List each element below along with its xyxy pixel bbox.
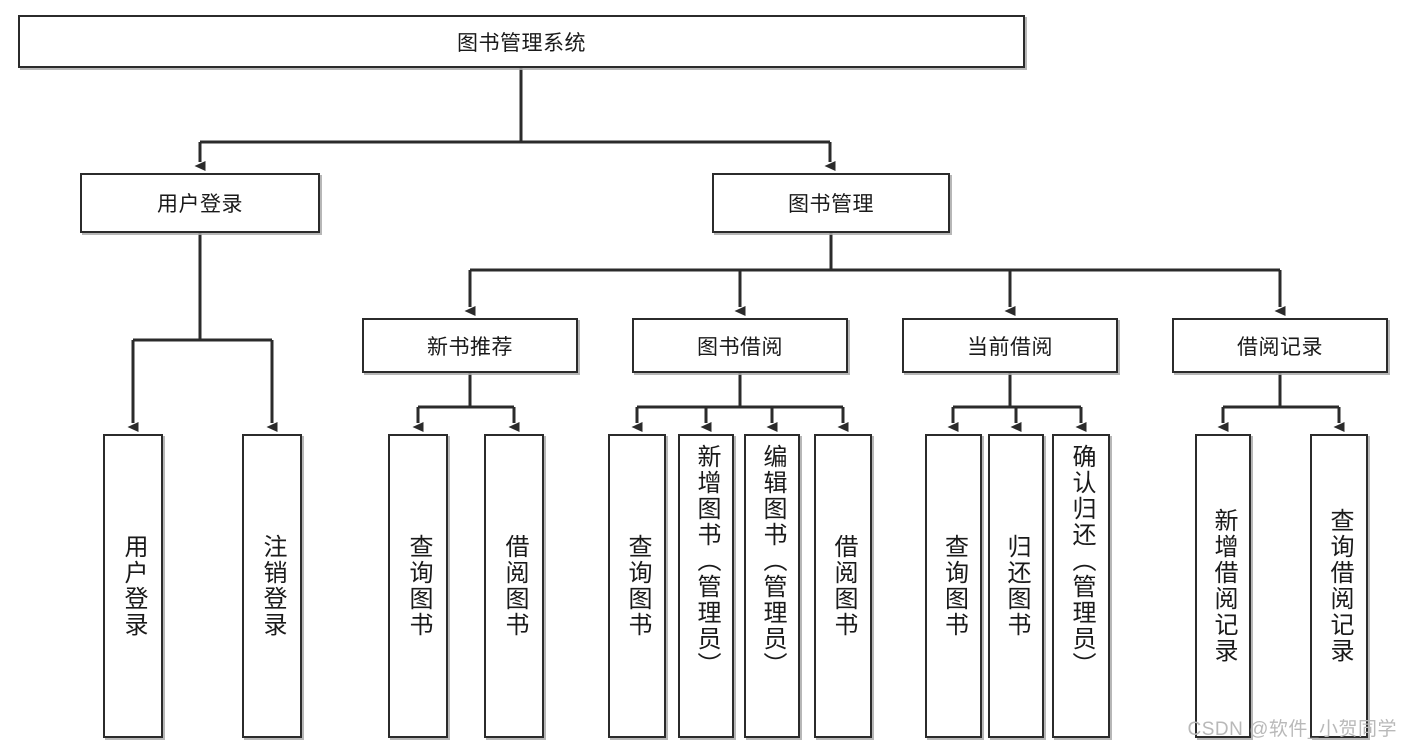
node-leaf-add-record-label: 新增借阅记录: [1210, 508, 1237, 664]
node-leaf-logout-label: 注销登录: [259, 534, 286, 638]
node-leaf-logout[interactable]: 注销登录: [242, 434, 302, 738]
edges-bookborrow-to-leaves: [631, 373, 849, 432]
edges-borrowrecord-to-leaves: [1217, 373, 1345, 432]
node-borrow-record-label: 借阅记录: [1237, 335, 1323, 359]
edges-root-to-level1: [194, 68, 836, 171]
node-book-borrow[interactable]: 图书借阅: [632, 318, 848, 373]
node-leaf-return-book-label: 归还图书: [1003, 534, 1030, 638]
node-leaf-confirm-return-label: 确认归还（管理员）: [1068, 444, 1095, 678]
watermark-text: CSDN @软件_小贺同学: [1187, 719, 1397, 740]
node-new-book-recommend[interactable]: 新书推荐: [362, 318, 578, 373]
node-leaf-return-book[interactable]: 归还图书: [988, 434, 1044, 738]
node-leaf-query-book-2-label: 查询图书: [624, 534, 651, 638]
node-root[interactable]: 图书管理系统: [18, 15, 1025, 68]
node-leaf-query-book-1[interactable]: 查询图书: [388, 434, 448, 738]
node-leaf-borrow-book-2[interactable]: 借阅图书: [814, 434, 872, 738]
node-user-login-label: 用户登录: [157, 193, 243, 216]
node-current-borrow-label: 当前借阅: [967, 335, 1053, 359]
node-leaf-borrow-book-1[interactable]: 借阅图书: [484, 434, 544, 738]
node-borrow-record[interactable]: 借阅记录: [1172, 318, 1388, 373]
edges-currentborrow-to-leaves: [947, 373, 1087, 432]
node-leaf-borrow-book-1-label: 借阅图书: [501, 534, 528, 638]
node-user-login[interactable]: 用户登录: [80, 173, 320, 233]
edges-newbook-to-leaves: [412, 373, 520, 432]
node-leaf-user-login-label: 用户登录: [120, 534, 147, 638]
node-leaf-add-book-label: 新增图书（管理员）: [693, 444, 720, 678]
edges-bookmanage-to-level2: [464, 233, 1286, 316]
node-leaf-query-record[interactable]: 查询借阅记录: [1310, 434, 1368, 738]
node-leaf-confirm-return[interactable]: 确认归还（管理员）: [1052, 434, 1110, 738]
node-leaf-borrow-book-2-label: 借阅图书: [830, 534, 857, 638]
node-leaf-edit-book-label: 编辑图书（管理员）: [759, 444, 786, 678]
node-leaf-user-login[interactable]: 用户登录: [103, 434, 163, 738]
node-book-borrow-label: 图书借阅: [697, 335, 783, 359]
node-book-manage-label: 图书管理: [788, 193, 874, 216]
node-leaf-query-book-3-label: 查询图书: [940, 534, 968, 638]
edges-userlogin-to-leaves: [127, 233, 278, 432]
node-leaf-query-record-label: 查询借阅记录: [1326, 508, 1353, 664]
node-book-manage[interactable]: 图书管理: [712, 173, 950, 233]
node-leaf-add-book[interactable]: 新增图书（管理员）: [678, 434, 734, 738]
node-leaf-query-book-3[interactable]: 查询图书: [925, 434, 982, 738]
node-leaf-query-book-2[interactable]: 查询图书: [608, 434, 666, 738]
node-leaf-query-book-1-label: 查询图书: [405, 534, 432, 638]
node-leaf-edit-book[interactable]: 编辑图书（管理员）: [744, 434, 800, 738]
node-new-book-recommend-label: 新书推荐: [427, 335, 513, 359]
node-leaf-add-record[interactable]: 新增借阅记录: [1195, 434, 1251, 738]
node-current-borrow[interactable]: 当前借阅: [902, 318, 1118, 373]
node-root-label: 图书管理系统: [457, 31, 586, 55]
